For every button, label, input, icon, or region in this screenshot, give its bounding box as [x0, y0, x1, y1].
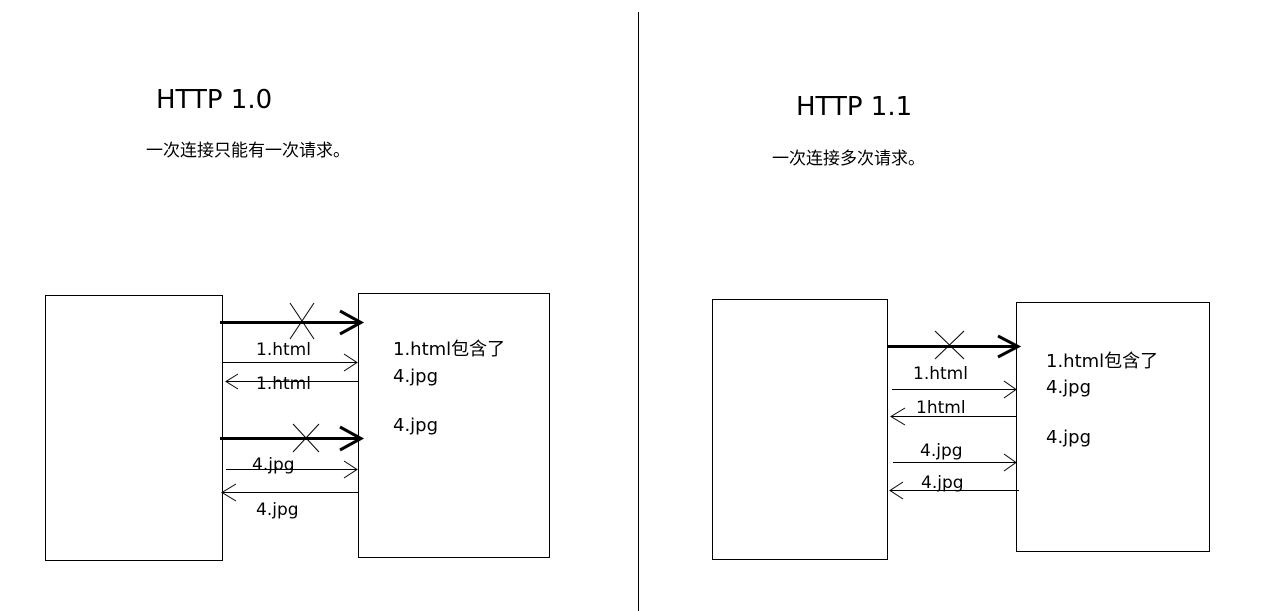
right-request-label-2: 4.jpg [920, 441, 963, 461]
right-connection-close-mark [934, 330, 965, 360]
left-client-box [45, 295, 223, 561]
left-response-arrow-1 [225, 373, 358, 390]
right-server-line-3: 4.jpg [1046, 427, 1092, 448]
right-response-label-2: 4.jpg [921, 473, 964, 493]
right-connection-arrow [887, 334, 1022, 359]
right-server-line-1: 1.html包含了 [1046, 351, 1159, 372]
right-request-arrow-2 [893, 453, 1017, 472]
left-connection-close-mark-2 [292, 423, 320, 453]
left-response-label-1: 1.html [256, 374, 311, 394]
right-request-arrow-1 [892, 380, 1017, 399]
left-server-line-1: 1.html包含了 [393, 339, 506, 360]
right-title: HTTP 1.1 [796, 92, 913, 122]
left-connection-close-mark-1 [289, 302, 315, 340]
left-title: HTTP 1.0 [156, 85, 273, 115]
right-subtitle: 一次连接多次请求。 [772, 149, 925, 169]
right-response-label-1: 1html [916, 398, 966, 418]
left-response-arrow-2 [221, 483, 358, 502]
left-subtitle: 一次连接只能有一次请求。 [146, 141, 350, 161]
left-request-arrow-2 [226, 460, 358, 479]
left-connection-arrow-1 [220, 309, 365, 336]
right-server-box [1016, 302, 1210, 552]
right-response-arrow-1 [890, 407, 1016, 426]
right-request-label-1: 1.html [913, 364, 968, 384]
left-connection-arrow-2 [220, 425, 365, 452]
left-server-line-3: 4.jpg [393, 415, 439, 436]
left-request-arrow-1 [222, 353, 358, 372]
left-server-box [358, 293, 550, 558]
left-request-label-1: 1.html [256, 340, 311, 360]
right-client-box [712, 299, 888, 560]
left-request-label-2: 4.jpg [252, 455, 295, 475]
left-response-label-2: 4.jpg [256, 500, 299, 520]
right-response-arrow-2 [889, 481, 1019, 500]
left-server-line-2: 4.jpg [393, 366, 439, 387]
right-server-line-2: 4.jpg [1046, 377, 1092, 398]
